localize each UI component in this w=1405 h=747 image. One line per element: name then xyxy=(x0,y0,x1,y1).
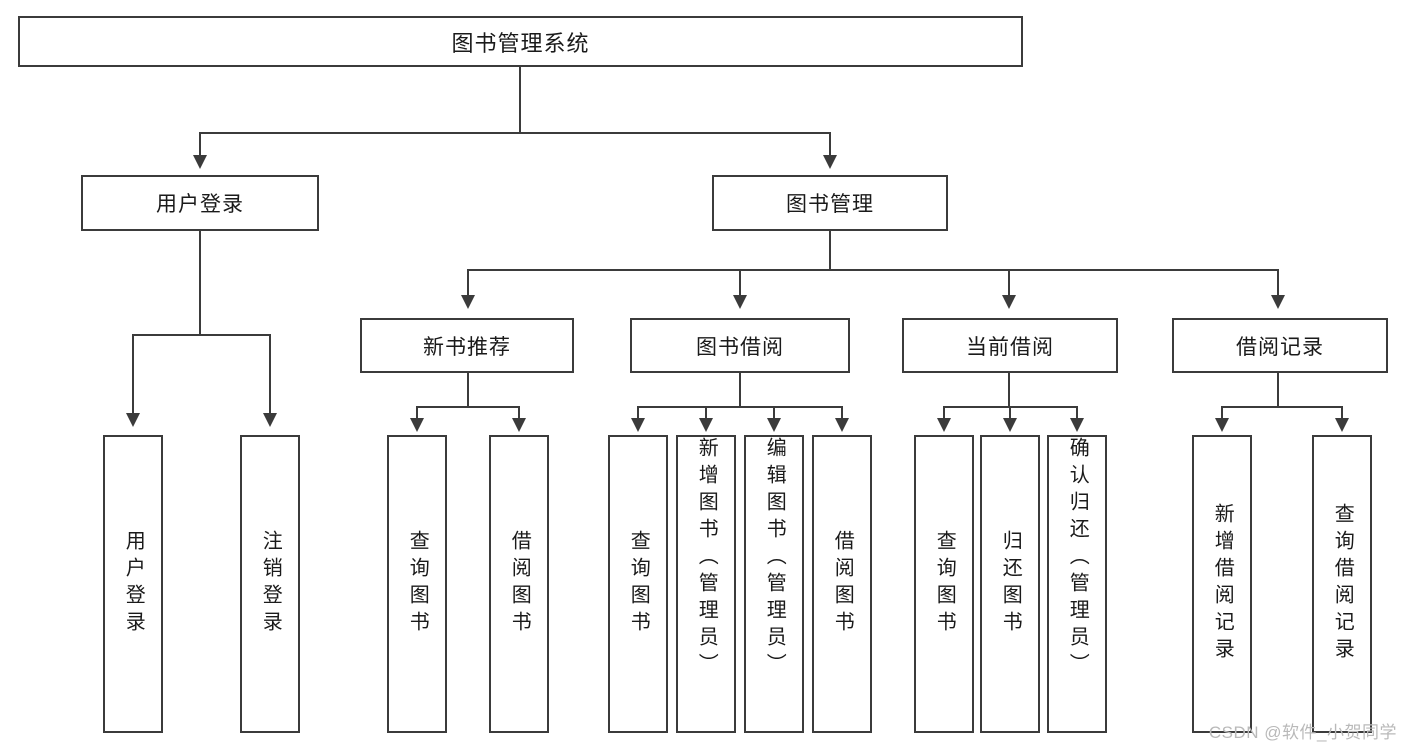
arrow-root-to-book-manage xyxy=(823,155,837,169)
connector-root-to-book-manage xyxy=(829,132,831,157)
node-label: 图书管理 xyxy=(786,193,874,216)
connector-root-bus xyxy=(199,132,831,134)
connector-book-manage-drop xyxy=(829,231,831,270)
node-user-login[interactable]: 用户登录 xyxy=(81,175,319,231)
connector-current-borrow-leaf-2 xyxy=(1009,406,1011,420)
leaf-new-book-recommend-2[interactable]: 借阅图书 xyxy=(489,435,549,733)
arrow-new-book-leaf-1 xyxy=(410,418,424,432)
connector-new-book-leaf-1 xyxy=(416,406,418,420)
node-current-borrow[interactable]: 当前借阅 xyxy=(902,318,1118,373)
connector-user-login-leaf-2 xyxy=(269,334,271,415)
leaf-current-borrow-2[interactable]: 归还图书 xyxy=(980,435,1040,733)
arrow-current-borrow-leaf-3 xyxy=(1070,418,1084,432)
arrow-book-borrow-leaf-3 xyxy=(767,418,781,432)
connector-borrow-record-leaf-1 xyxy=(1221,406,1223,420)
connector-current-borrow-leaf-3 xyxy=(1076,406,1078,420)
node-label: 当前借阅 xyxy=(966,335,1054,359)
leaf-borrow-record-2[interactable]: 查询借阅记录 xyxy=(1312,435,1372,733)
leaf-label: 新增借阅记录 xyxy=(1211,503,1234,665)
connector-user-login-leaf-1 xyxy=(132,334,134,415)
connector-book-manage-bus xyxy=(467,269,1279,271)
arrow-borrow-record-leaf-2 xyxy=(1335,418,1349,432)
leaf-label: 借阅图书 xyxy=(831,530,854,638)
leaf-label: 借阅图书 xyxy=(508,530,531,638)
arrow-new-book-leaf-2 xyxy=(512,418,526,432)
connector-book-manage-to-current-borrow xyxy=(1008,269,1010,297)
connector-borrow-record-leaf-2 xyxy=(1341,406,1343,420)
leaf-current-borrow-1[interactable]: 查询图书 xyxy=(914,435,974,733)
arrow-to-borrow-record xyxy=(1271,295,1285,309)
node-label: 图书管理系统 xyxy=(451,30,590,56)
leaf-label: 查询借阅记录 xyxy=(1331,503,1354,665)
connector-book-borrow-leaf-3 xyxy=(773,406,775,420)
connector-new-book-leaf-2 xyxy=(518,406,520,420)
node-new-book-recommend[interactable]: 新书推荐 xyxy=(360,318,574,373)
connector-borrow-record-drop xyxy=(1277,373,1279,407)
leaf-label: 查询图书 xyxy=(627,530,650,638)
connector-book-borrow-bus xyxy=(637,406,843,408)
arrow-book-borrow-leaf-4 xyxy=(835,418,849,432)
arrow-to-current-borrow xyxy=(1002,295,1016,309)
connector-book-borrow-leaf-4 xyxy=(841,406,843,420)
connector-book-borrow-drop xyxy=(739,373,741,407)
leaf-user-login-2[interactable]: 注销登录 xyxy=(240,435,300,733)
connector-book-manage-to-book-borrow xyxy=(739,269,741,297)
connector-book-borrow-leaf-1 xyxy=(637,406,639,420)
leaf-current-borrow-3[interactable]: 确认归还（管理员） xyxy=(1047,435,1107,733)
connector-borrow-record-bus xyxy=(1221,406,1343,408)
leaf-label: 确认归还（管理员） xyxy=(1066,437,1089,680)
connector-book-manage-to-borrow-record xyxy=(1277,269,1279,297)
arrow-borrow-record-leaf-1 xyxy=(1215,418,1229,432)
connector-user-login-drop xyxy=(199,231,201,335)
connector-new-book-drop xyxy=(467,373,469,407)
arrow-book-borrow-leaf-1 xyxy=(631,418,645,432)
connector-current-borrow-leaf-1 xyxy=(943,406,945,420)
leaf-book-borrow-3[interactable]: 编辑图书（管理员） xyxy=(744,435,804,733)
node-label: 借阅记录 xyxy=(1236,335,1324,359)
leaf-book-borrow-4[interactable]: 借阅图书 xyxy=(812,435,872,733)
leaf-book-borrow-2[interactable]: 新增图书（管理员） xyxy=(676,435,736,733)
connector-current-borrow-drop xyxy=(1008,373,1010,407)
leaf-label: 查询图书 xyxy=(933,530,956,638)
arrow-current-borrow-leaf-1 xyxy=(937,418,951,432)
node-label: 用户登录 xyxy=(156,193,244,216)
leaf-label: 用户登录 xyxy=(122,530,145,638)
node-label: 图书借阅 xyxy=(696,335,784,359)
connector-new-book-bus xyxy=(416,406,520,408)
node-book-manage[interactable]: 图书管理 xyxy=(712,175,948,231)
arrow-book-borrow-leaf-2 xyxy=(699,418,713,432)
arrow-to-new-book-recommend xyxy=(461,295,475,309)
connector-root-drop xyxy=(519,67,521,133)
node-borrow-record[interactable]: 借阅记录 xyxy=(1172,318,1388,373)
leaf-label: 注销登录 xyxy=(259,530,282,638)
arrow-root-to-user-login xyxy=(193,155,207,169)
node-label: 新书推荐 xyxy=(423,335,511,359)
leaf-label: 归还图书 xyxy=(999,530,1022,638)
leaf-user-login-1[interactable]: 用户登录 xyxy=(103,435,163,733)
leaf-book-borrow-1[interactable]: 查询图书 xyxy=(608,435,668,733)
leaf-label: 查询图书 xyxy=(406,530,429,638)
connector-user-login-bus xyxy=(132,334,269,336)
leaf-new-book-recommend-1[interactable]: 查询图书 xyxy=(387,435,447,733)
leaf-borrow-record-1[interactable]: 新增借阅记录 xyxy=(1192,435,1252,733)
node-root-book-management-system[interactable]: 图书管理系统 xyxy=(18,16,1023,67)
arrow-to-book-borrow xyxy=(733,295,747,309)
csdn-watermark: CSDN @软件_小贺同学 xyxy=(1208,723,1397,742)
leaf-label: 编辑图书（管理员） xyxy=(763,437,786,680)
arrow-user-login-leaf-1 xyxy=(126,413,140,427)
connector-root-to-user-login xyxy=(199,132,201,157)
leaf-label: 新增图书（管理员） xyxy=(695,437,718,680)
connector-book-manage-to-new-book xyxy=(467,269,469,297)
arrow-current-borrow-leaf-2 xyxy=(1003,418,1017,432)
node-book-borrow[interactable]: 图书借阅 xyxy=(630,318,850,373)
connector-book-borrow-leaf-2 xyxy=(705,406,707,420)
arrow-user-login-leaf-2 xyxy=(263,413,277,427)
